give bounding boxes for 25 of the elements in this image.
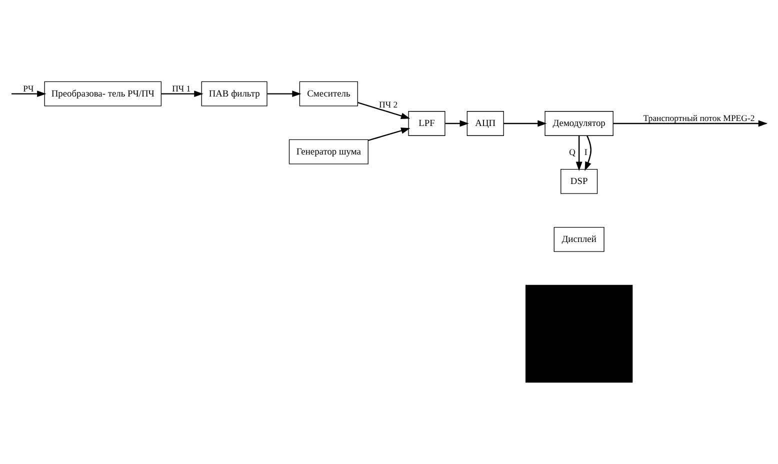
arrow — [576, 136, 582, 171]
node-box: АЦП — [466, 111, 504, 136]
node-box: DSP — [560, 168, 598, 194]
node-box: Преобразова- тель РЧ/ПЧ — [44, 81, 162, 106]
arrow — [445, 120, 469, 127]
arrow — [368, 128, 410, 142]
edge-label: ПЧ 2 — [379, 100, 398, 110]
edge-label: Транспортный поток MPEG-2 — [643, 113, 755, 124]
arrow — [358, 102, 410, 119]
arrow — [504, 120, 547, 127]
arrow — [584, 136, 592, 171]
node-box — [525, 284, 633, 383]
node-box: Генератор шума — [288, 139, 368, 164]
arrow — [267, 90, 302, 98]
node-box: ПАВ фильтр — [201, 81, 268, 106]
arrow — [12, 90, 46, 98]
edge-label: ПЧ 1 — [172, 83, 191, 94]
edge-label: I — [584, 146, 588, 157]
arrow — [161, 90, 204, 98]
node-box: Смеситель — [299, 81, 358, 106]
node-box: Дисплей — [554, 226, 604, 252]
node-box: Демодулятор — [544, 111, 614, 136]
node-box: LPF — [408, 111, 446, 136]
edge-label: Q — [569, 146, 576, 157]
edge-label: РЧ — [23, 83, 34, 94]
